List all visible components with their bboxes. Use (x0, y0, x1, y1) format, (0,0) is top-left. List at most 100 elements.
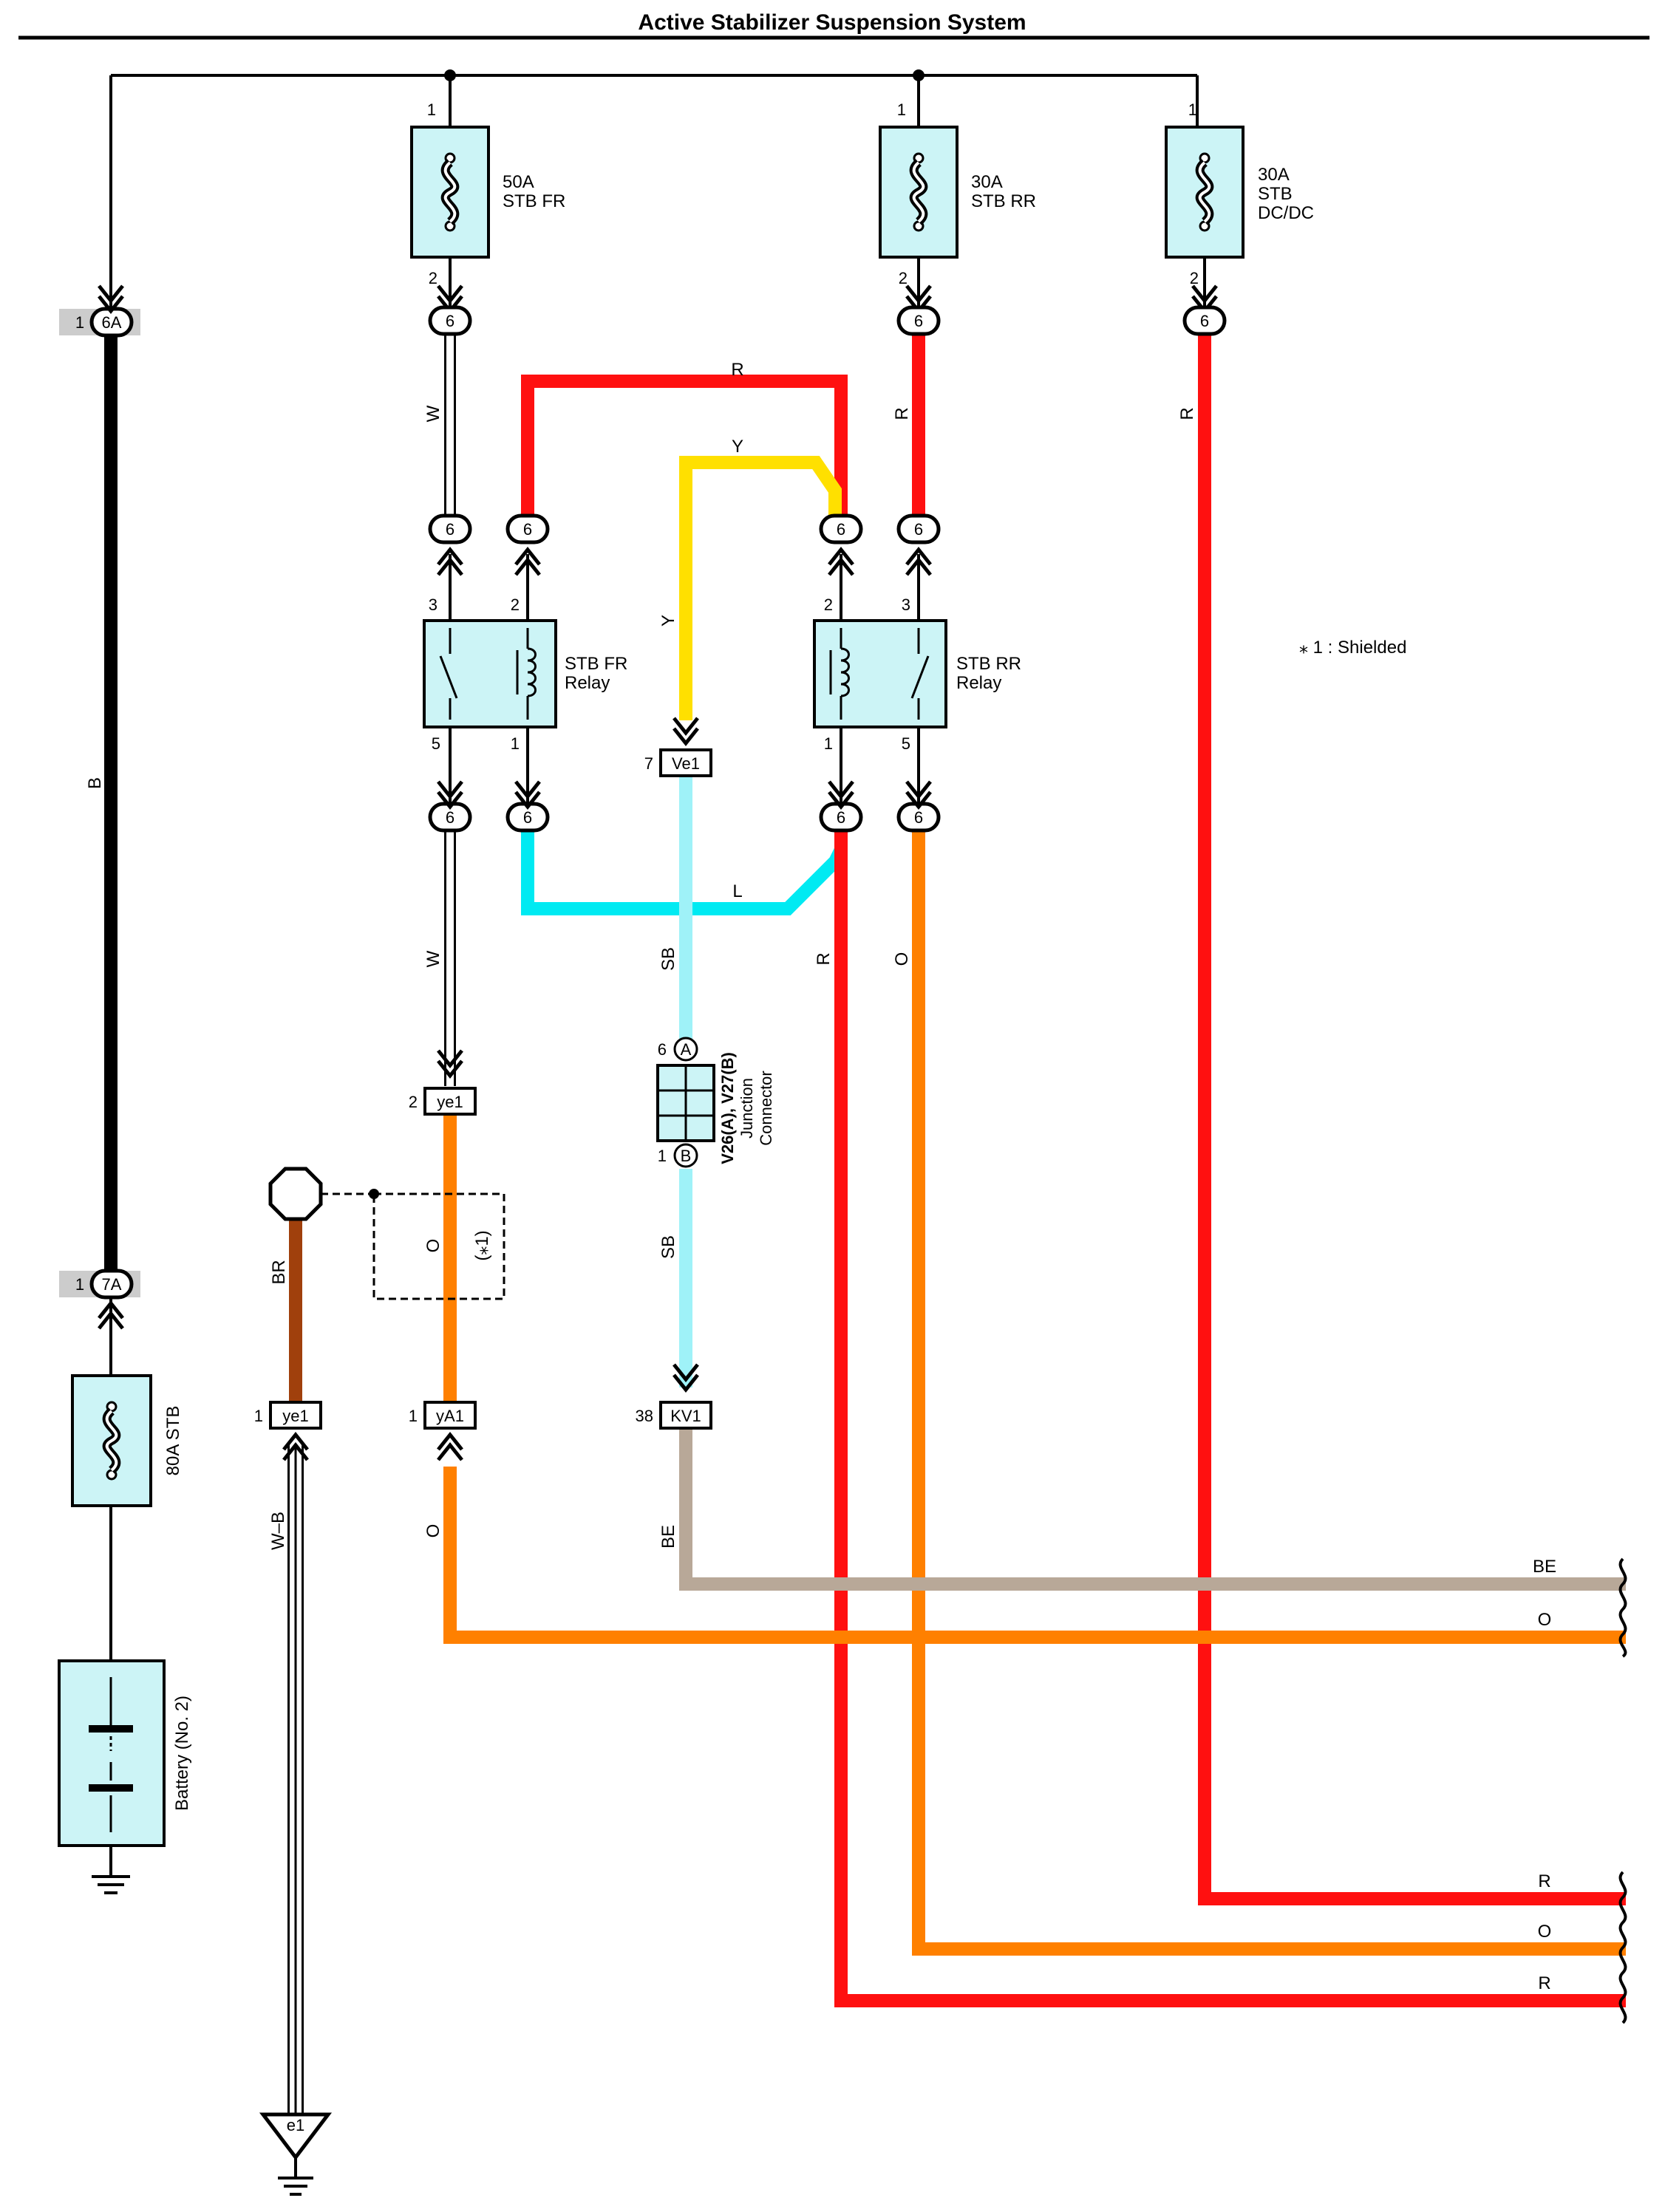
relay-name: STB FR (565, 654, 627, 674)
svg-text:6: 6 (446, 312, 454, 330)
svg-text:O: O (1538, 1922, 1552, 1942)
wire-label-w-b: W–B (268, 1512, 288, 1550)
fuse-name: STB RR (971, 191, 1036, 211)
fuse-amps: 30A (1258, 165, 1290, 185)
output-labels: BE O R O R (1533, 1557, 1556, 1993)
svg-text:6: 6 (914, 312, 923, 330)
svg-text:yA1: yA1 (436, 1407, 464, 1425)
svg-text:3: 3 (429, 595, 437, 614)
battery-no2: Battery (No. 2) (58, 1659, 192, 1847)
svg-text:e1: e1 (287, 2116, 304, 2134)
wire-label-w-top: W (423, 405, 443, 422)
fuse-50a-stb-fr: 1 2 50A STB FR (410, 100, 565, 311)
shield-ground-terminal (268, 1167, 379, 1221)
wire-o-rr-out (912, 830, 1626, 1956)
svg-text:6: 6 (658, 1040, 667, 1059)
svg-text:R: R (1538, 1871, 1550, 1891)
wire-label-r-rr: R (892, 407, 912, 420)
svg-text:Connector: Connector (757, 1071, 775, 1146)
svg-text:2: 2 (409, 1093, 418, 1111)
wire-label-o-rr-out: O (892, 952, 912, 966)
svg-text:1: 1 (409, 1407, 418, 1425)
svg-text:1: 1 (897, 100, 906, 119)
wire-label-l: L (732, 881, 742, 901)
continuation-marks (1618, 1557, 1627, 2024)
svg-text:7A: 7A (102, 1275, 122, 1294)
svg-text:5: 5 (432, 734, 440, 753)
svg-text:KV1: KV1 (670, 1407, 701, 1425)
svg-text:R: R (1538, 1973, 1550, 1993)
connector-6-fr-relay-3: 6 (430, 516, 470, 575)
fuse-name: STB FR (503, 191, 565, 211)
wire-label-sb-upper: SB (658, 947, 678, 971)
connector-ve1: Ve1 7 (644, 718, 712, 777)
shield-label: (⁎1) (472, 1230, 492, 1260)
connector-6-rr-fuse: 6 (899, 307, 939, 334)
junction-pin-b: B (681, 1147, 692, 1165)
svg-text:1: 1 (427, 100, 436, 119)
relay-stb-rr: 2 3 1 5 STB RR Relay (813, 595, 1021, 753)
shielded-note: ⁎ 1 : Shielded (1299, 638, 1406, 658)
junction-pin-a: A (681, 1040, 692, 1059)
connector-6-rr-relay-5: 6 (899, 782, 939, 830)
wire-label-b: B (85, 777, 105, 789)
connector-7a: 1 7A (59, 1269, 140, 1328)
svg-text:1: 1 (254, 1407, 263, 1425)
wire-label-r-rr-out: R (814, 952, 834, 965)
connector-kv1: KV1 38 (636, 1365, 712, 1430)
svg-text:3: 3 (902, 595, 910, 614)
wire-label-r-loop: R (731, 360, 743, 380)
connector-ya1: yA1 1 (409, 1401, 477, 1460)
fuse-name-2: DC/DC (1258, 203, 1314, 223)
svg-text:1: 1 (824, 734, 833, 753)
fuse-amps: 30A (971, 172, 1003, 192)
wire-y (679, 456, 842, 720)
wire-label-sb-lower: SB (658, 1235, 678, 1259)
junction-name: V26(A), V27(B) (718, 1052, 737, 1164)
wire-be (679, 1427, 1626, 1591)
wire-label-y-vertical: Y (658, 615, 678, 627)
shield-box: O (⁎1) (372, 1192, 505, 1300)
svg-text:6: 6 (914, 808, 923, 827)
wire-label-o-shielded: O (423, 1239, 443, 1253)
svg-text:ye1: ye1 (282, 1407, 308, 1425)
wire-r-rr-out (834, 830, 1626, 2007)
svg-text:6: 6 (523, 520, 532, 539)
junction-connector-v26-v27: A 6 B 1 V26(A), V27(B) Junction Connecto… (656, 1037, 775, 1168)
svg-text:6: 6 (837, 520, 845, 539)
wire-label-br: BR (269, 1260, 289, 1284)
ground-e1: e1 (259, 2112, 333, 2196)
svg-text:1: 1 (511, 734, 520, 753)
svg-text:BE: BE (1533, 1557, 1556, 1577)
svg-text:1: 1 (75, 313, 84, 332)
svg-text:7: 7 (644, 754, 653, 773)
connector-6-fr-relay-2: 6 (508, 516, 548, 575)
svg-text:Ve1: Ve1 (672, 754, 700, 773)
svg-text:5: 5 (902, 734, 910, 753)
fuse-80a-stb: 80A STB (71, 1374, 183, 1507)
wire-label-w-lower: W (423, 950, 443, 967)
wire-label-y: Y (732, 437, 743, 457)
wire-label-o-ya1: O (423, 1524, 443, 1538)
relay-stb-fr: 3 2 5 1 STB FR Relay (423, 595, 627, 753)
connector-ye1-bottom: ye1 1 (254, 1401, 322, 1460)
ground-battery (92, 1846, 130, 1894)
svg-text:38: 38 (636, 1407, 653, 1425)
svg-text:1: 1 (658, 1147, 667, 1165)
svg-text:1: 1 (75, 1275, 84, 1294)
wire-r-loop (521, 375, 848, 517)
wire-r-dcdc (1198, 334, 1626, 1905)
connector-6-fr-fuse: 6 (430, 307, 470, 334)
connector-6-rr-relay-3: 6 (899, 516, 939, 575)
svg-text:Junction: Junction (738, 1078, 756, 1139)
relay-sub: Relay (956, 673, 1001, 693)
battery-label: Battery (No. 2) (172, 1696, 192, 1811)
wire-label-r-dcdc: R (1177, 407, 1197, 420)
svg-text:6: 6 (446, 520, 454, 539)
svg-text:6: 6 (1200, 312, 1209, 330)
connector-6a: 1 6A (59, 286, 140, 338)
connector-6-fr-relay-1: 6 (508, 782, 548, 830)
fuse-amps: 50A (503, 172, 534, 192)
svg-text:1: 1 (1188, 100, 1197, 119)
